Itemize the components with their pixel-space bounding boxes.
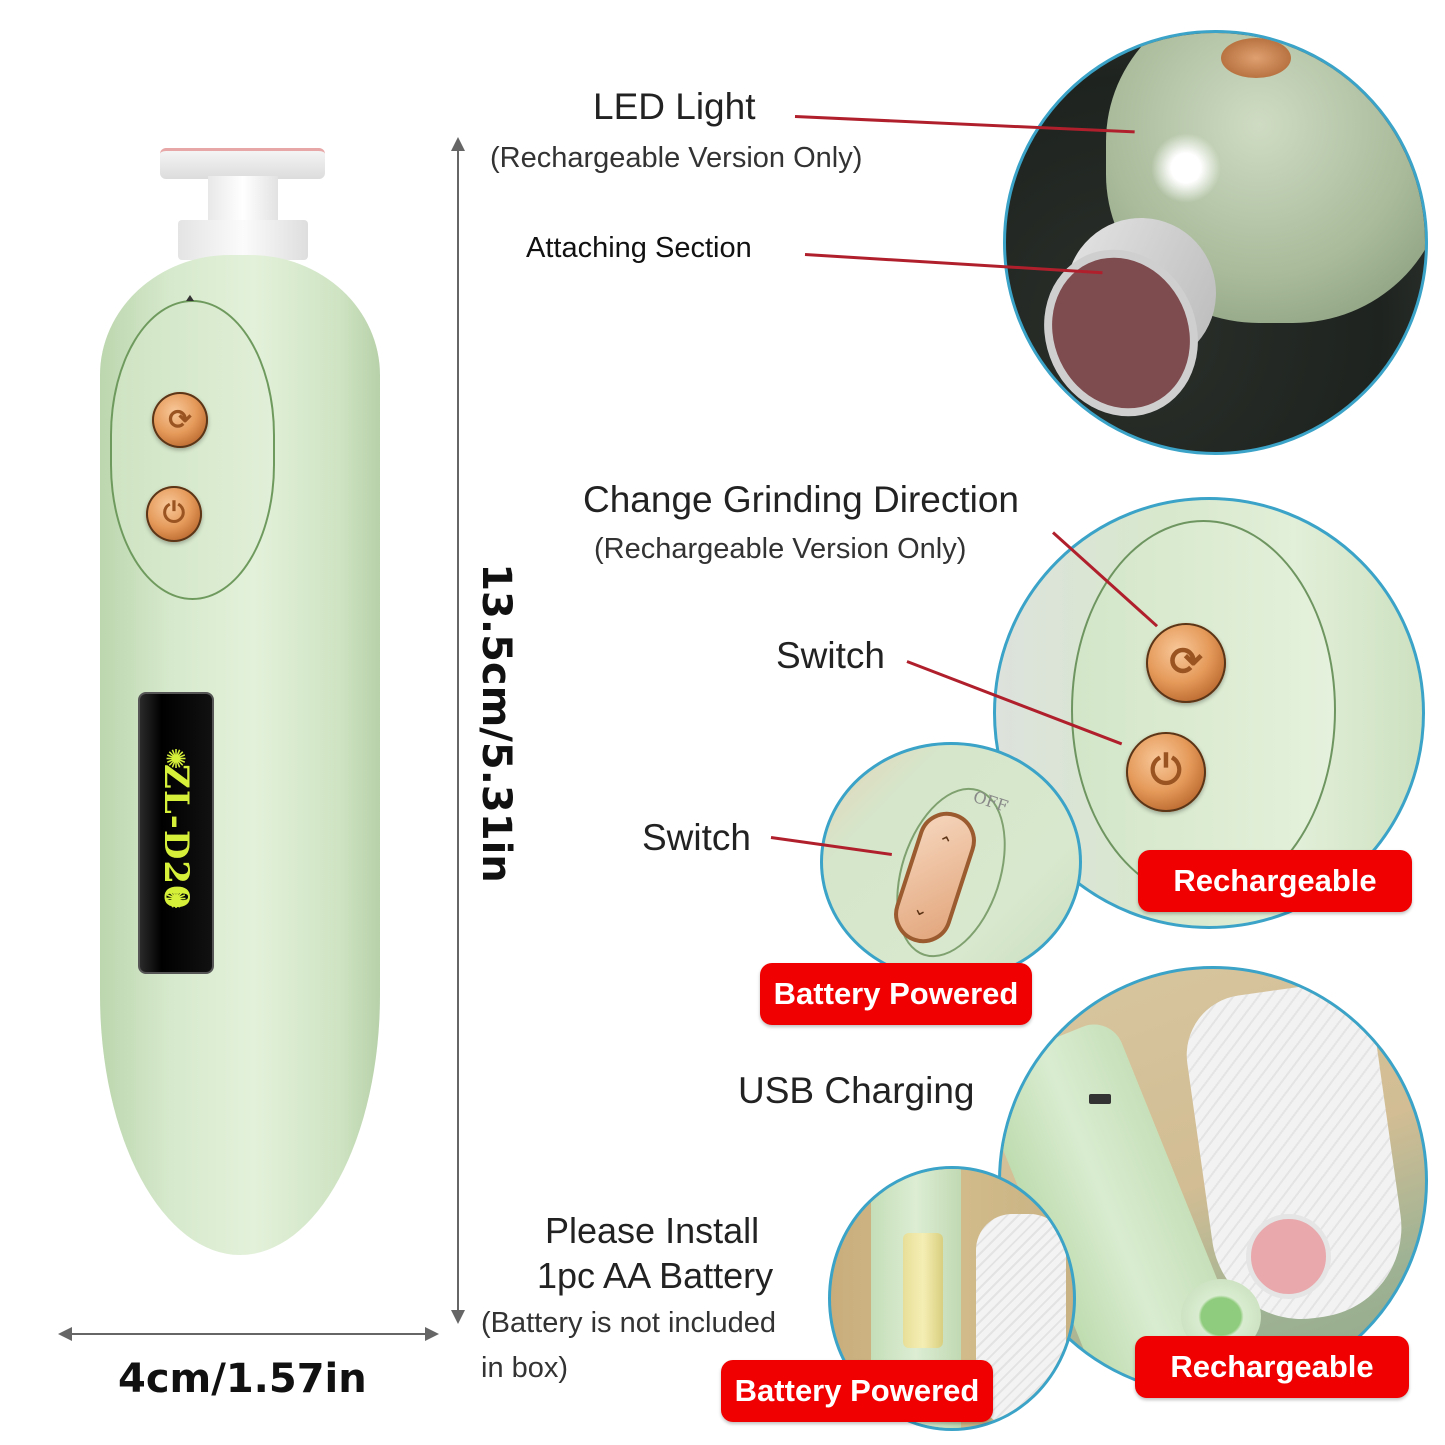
battery-note-line2: in box) xyxy=(481,1352,569,1384)
grinding-head-top xyxy=(160,148,325,179)
battery-note-line1: (Battery is not included xyxy=(481,1307,776,1339)
battery-switch-circle: OFF ⌃ ⌄ xyxy=(820,742,1082,982)
height-dimension-line xyxy=(457,145,459,1315)
grinding-head-stem xyxy=(208,176,278,226)
arrow-up-icon xyxy=(451,137,465,151)
top-button-gold xyxy=(1221,38,1291,78)
led-closeup-circle xyxy=(1003,30,1428,455)
power-icon: ⏻ xyxy=(162,496,186,528)
aa-battery xyxy=(903,1233,943,1348)
switch-battery-label: Switch xyxy=(642,817,751,858)
led-glow xyxy=(1151,133,1221,203)
arrow-left-icon xyxy=(58,1327,72,1341)
usb-port-icon xyxy=(1089,1094,1111,1104)
rechargeable-power-button[interactable]: ⏻ xyxy=(1126,732,1206,812)
sun-icon-top: ✺ xyxy=(165,744,187,774)
power-button[interactable]: ⏻ xyxy=(146,486,202,542)
change-direction-label: Change Grinding Direction xyxy=(583,479,1020,520)
grinding-head-collar xyxy=(178,220,308,260)
direction-button[interactable]: ⟳ xyxy=(152,392,208,448)
install-battery-line2: 1pc AA Battery xyxy=(537,1255,774,1296)
height-dimension-label: 13.5cm/5.31in xyxy=(473,563,519,883)
rechargeable-badge-top: Rechargeable xyxy=(1138,850,1412,912)
rechargeable-badge-bottom: Rechargeable xyxy=(1135,1336,1409,1398)
width-dimension-label: 4cm/1.57in xyxy=(118,1356,367,1402)
arrow-up-icon: ⌃ xyxy=(934,831,955,856)
change-direction-note: (Rechargeable Version Only) xyxy=(594,533,967,565)
led-light-note: (Rechargeable Version Only) xyxy=(490,142,863,174)
usb-charging-label: USB Charging xyxy=(738,1070,975,1111)
install-battery-line1: Please Install xyxy=(545,1210,760,1251)
sun-icon-bottom: ✺ xyxy=(165,884,187,914)
usb-charging-circle xyxy=(998,966,1428,1396)
arrow-down-icon: ⌄ xyxy=(910,897,932,922)
battery-powered-badge-bottom: Battery Powered xyxy=(721,1360,993,1422)
battery-powered-badge-top: Battery Powered xyxy=(760,963,1032,1025)
rechargeable-button-panel xyxy=(1071,520,1336,900)
switch-rechargeable-label: Switch xyxy=(776,635,885,676)
button-panel xyxy=(110,300,275,600)
rotate-icon: ⟳ xyxy=(1169,640,1203,685)
width-dimension-line xyxy=(66,1333,432,1335)
device-illustration: ⟳ ⏻ ✺ ZL-D20 ✺ xyxy=(90,140,390,1260)
panel-indicator-icon xyxy=(186,295,194,301)
attaching-section-label: Attaching Section xyxy=(526,232,752,264)
arrow-right-icon xyxy=(425,1327,439,1341)
model-display: ✺ ZL-D20 ✺ xyxy=(138,692,214,974)
model-label: ZL-D20 xyxy=(156,764,196,910)
rechargeable-direction-button[interactable]: ⟳ xyxy=(1146,623,1226,703)
led-light-label: LED Light xyxy=(593,86,756,127)
arrow-down-icon xyxy=(451,1310,465,1324)
pink-disc xyxy=(1246,1214,1331,1299)
rotate-icon: ⟳ xyxy=(168,403,192,435)
power-icon: ⏻ xyxy=(1150,748,1182,793)
